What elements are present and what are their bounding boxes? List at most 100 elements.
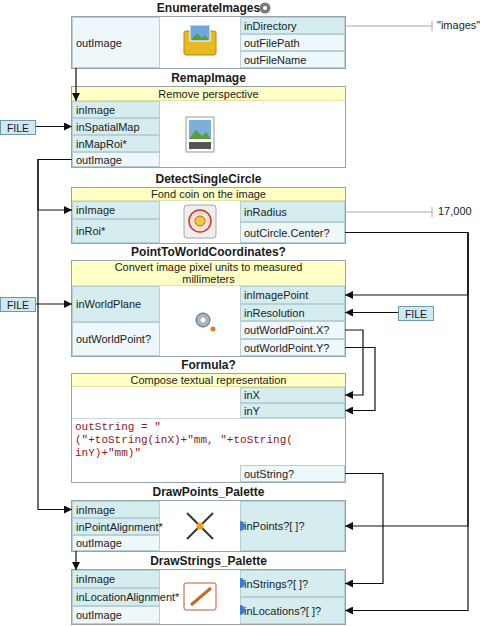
data-connection	[345, 348, 375, 411]
port-label: inPoints?[ ]?	[244, 520, 305, 532]
input-port: inY	[240, 403, 345, 418]
port-label: outImage	[76, 609, 122, 621]
port-label: outImage	[76, 537, 122, 549]
file-constant: FILE	[0, 297, 36, 312]
input-port: inImagePoint	[240, 286, 345, 304]
port-label: inDirectory	[244, 20, 297, 32]
port-label: inImage	[76, 104, 115, 116]
filter-title: PointToWorldCoordinates?	[42, 245, 375, 260]
port-label: outString?	[244, 468, 294, 480]
input-port: inPointAlignment*	[72, 518, 160, 535]
filter-block: RemapImageRemove perspectiveinImageinSpa…	[72, 87, 345, 167]
data-connection	[345, 312, 398, 313]
output-port: outWorldPoint?	[72, 322, 160, 356]
port-label: inRadius	[244, 206, 287, 218]
parameter-value: "images"	[437, 19, 480, 31]
input-port: inRadius	[240, 201, 345, 222]
output-port: outImage	[72, 606, 160, 624]
input-port: inX	[240, 387, 345, 403]
data-connection	[345, 233, 468, 527]
input-port: inImage	[72, 101, 160, 118]
port-label: inImage	[76, 573, 115, 585]
gear-hole	[263, 6, 267, 10]
value-leader	[345, 212, 432, 213]
data-connection	[38, 160, 72, 510]
filter-title: DrawPoints_Palette	[42, 485, 375, 500]
input-port: inRoi*	[72, 219, 160, 243]
port-label: inRoi*	[76, 225, 105, 237]
file-label: FILE	[7, 122, 29, 134]
value-leader	[432, 21, 433, 31]
data-connection	[36, 303, 72, 304]
port-label: inPointAlignment*	[76, 521, 163, 533]
output-port: outImage	[72, 535, 160, 551]
filter-title: DrawStrings_Palette	[42, 554, 375, 569]
output-port: outCircle.Center?	[240, 222, 345, 243]
value-leader	[345, 26, 432, 27]
data-connection	[345, 330, 363, 395]
port-label: outImage	[76, 37, 122, 49]
port-label: inStrings?[ ]?	[244, 578, 308, 590]
file-constant: FILE	[0, 120, 36, 135]
data-connection	[75, 551, 76, 570]
filter-comment: Fond coin on the image	[72, 188, 345, 201]
port-label: outWorldPoint.X?	[244, 324, 329, 336]
filter-block: Formula?Compose textual representationou…	[72, 374, 345, 482]
port-label: inImage	[76, 204, 115, 216]
input-port: inImage	[72, 201, 160, 219]
value-leader	[432, 207, 433, 217]
port-label: outCircle.Center?	[244, 227, 330, 239]
input-port: inResolution	[240, 304, 345, 321]
port-label: outWorldPoint.Y?	[244, 342, 329, 354]
output-port: outImage	[72, 152, 160, 167]
input-port: inLocationAlignment*	[72, 588, 160, 606]
port-label: inLocations?[ ]?	[244, 605, 321, 617]
data-connection	[345, 233, 468, 611]
input-port: inPoints?[ ]?	[240, 501, 345, 551]
port-label: inX	[244, 389, 260, 401]
input-port: inImage	[72, 570, 160, 588]
filter-block: DrawStrings_PaletteinImageinLocationAlig…	[72, 570, 345, 624]
filter-title: EnumerateImages	[42, 1, 375, 16]
gear-icon	[260, 3, 271, 14]
input-port: inMapRoi*	[72, 135, 160, 152]
output-port: outFileName	[240, 51, 345, 68]
port-label: inLocationAlignment*	[76, 591, 179, 603]
filter-block: DrawPoints_PaletteinImageinPointAlignmen…	[72, 501, 345, 551]
input-port: inImage	[72, 501, 160, 518]
port-label: inResolution	[244, 307, 305, 319]
port-label: outImage	[76, 154, 122, 166]
file-constant: FILE	[398, 306, 434, 321]
filter-title: Formula?	[42, 358, 375, 373]
port-label: inWorldPlane	[76, 298, 141, 310]
output-port: outImage	[72, 17, 160, 68]
output-port: outWorldPoint.Y?	[240, 339, 345, 356]
data-connection	[36, 126, 72, 127]
filter-title: DetectSingleCircle	[42, 172, 375, 187]
port-label: inMapRoi*	[76, 138, 127, 150]
port-label: inImage	[76, 504, 115, 516]
output-port: outWorldPoint.X?	[240, 321, 345, 339]
filter-comment: Compose textual representation	[72, 374, 345, 387]
filter-comment: Remove perspective	[72, 87, 345, 101]
filter-block: PointToWorldCoordinates?Convert image pi…	[72, 261, 345, 356]
input-port: inWorldPlane	[72, 286, 160, 322]
port-label: inSpatialMap	[76, 121, 140, 133]
filter-block: DetectSingleCircleFond coin on the image…	[72, 188, 345, 243]
parameter-value: 17,000	[438, 205, 472, 217]
input-port: inSpatialMap	[72, 118, 160, 135]
port-label: inY	[244, 405, 260, 417]
port-label: outFilePath	[244, 37, 300, 49]
port-label: inImagePoint	[244, 289, 308, 301]
port-label: outWorldPoint?	[76, 333, 151, 345]
data-connection	[38, 160, 72, 211]
input-port: inLocations?[ ]?	[240, 597, 345, 624]
output-port: outString?	[240, 465, 345, 482]
data-connection	[345, 233, 468, 296]
output-port: outFilePath	[240, 34, 345, 51]
input-port: inDirectory	[240, 17, 345, 34]
filter-title: RemapImage	[42, 71, 375, 86]
filter-comment: Convert image pixel units to measured mi…	[72, 261, 345, 286]
formula-code: outString = "("+toString(inX)+"mm, "+toS…	[72, 418, 345, 465]
